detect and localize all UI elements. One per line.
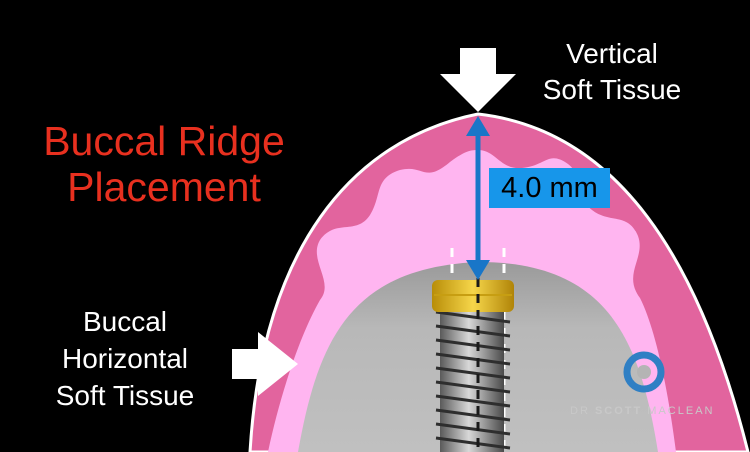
watermark-suffix: MACLEAN	[642, 405, 715, 417]
horizontal-label-line-1: Buccal	[82, 306, 168, 337]
horizontal-label-line-2: Horizontal	[61, 343, 189, 374]
horizontal-label-line-3: Soft Tissue	[55, 380, 195, 411]
vertical-soft-tissue-label: Vertical Soft Tissue	[520, 36, 704, 108]
vertical-label-line-1: Vertical	[566, 38, 658, 69]
down-arrow-icon	[440, 48, 516, 112]
measurement-arrow	[466, 116, 490, 280]
horizontal-soft-tissue-label: Buccal Horizontal Soft Tissue	[30, 303, 220, 414]
diagram-title: Buccal Ridge Placement	[14, 118, 314, 210]
dental-implant	[435, 304, 511, 452]
watermark-name: SCOTT	[594, 405, 643, 417]
implant-collar	[432, 280, 514, 312]
measurement-label: 4.0 mm	[489, 168, 610, 208]
title-line-1: Buccal Ridge	[43, 118, 285, 164]
watermark-prefix: DR	[570, 405, 595, 417]
title-line-2: Placement	[67, 164, 261, 210]
right-arrow-icon	[232, 332, 298, 396]
vertical-label-line-2: Soft Tissue	[542, 74, 682, 105]
watermark: DR SCOTT MACLEAN	[570, 405, 714, 417]
logo-ring-icon	[623, 351, 665, 393]
